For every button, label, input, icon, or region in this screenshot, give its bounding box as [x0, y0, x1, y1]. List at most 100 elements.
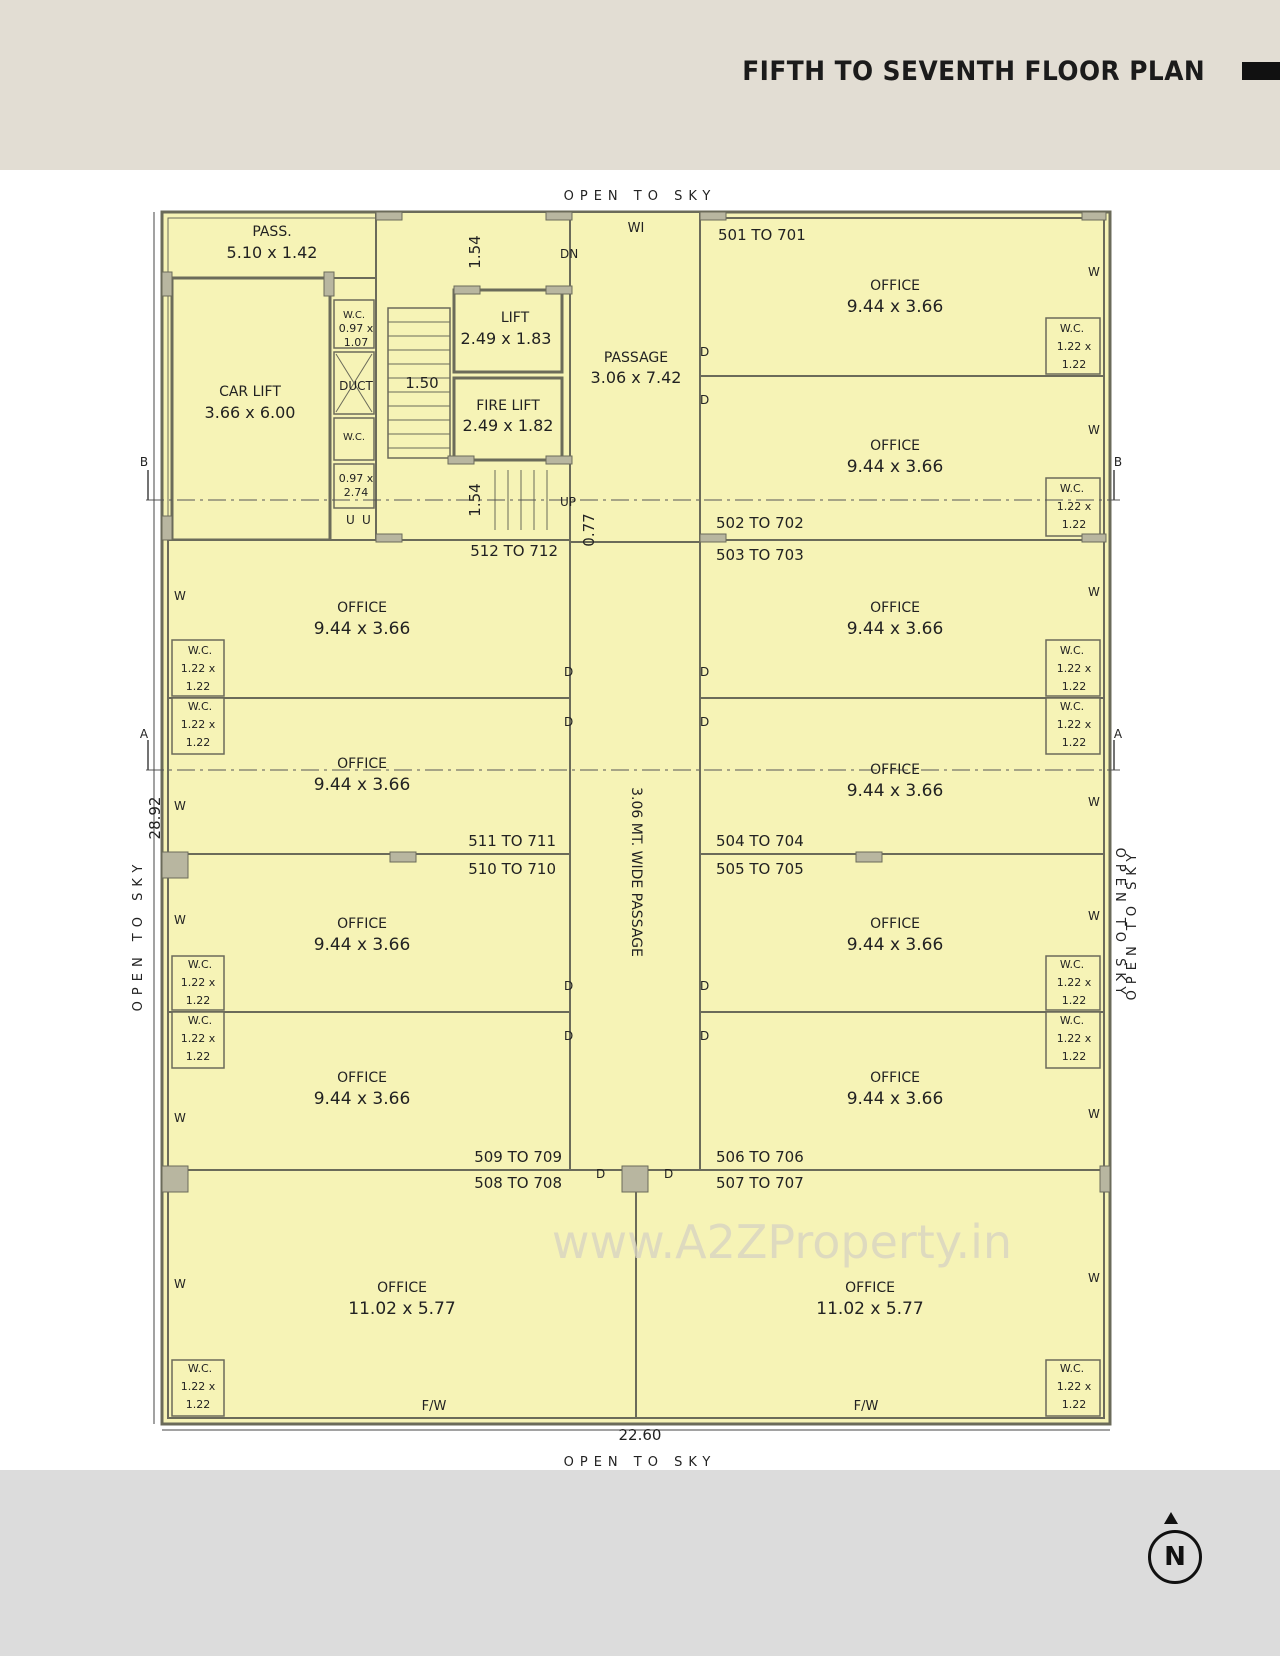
office-label-509: OFFICE: [337, 1070, 387, 1086]
duct-label: DUCT: [339, 379, 373, 393]
office-510: [167, 853, 571, 1013]
core-wc-top-dims-b: 1.07: [344, 336, 369, 349]
wc-left-4-dims-a: 1.22 x: [181, 1032, 216, 1045]
car-lift-label: CAR LIFT: [219, 384, 281, 400]
wc-right-1-dims-b: 1.22: [1062, 358, 1087, 371]
unit-508: 508 TO 708: [474, 1174, 562, 1192]
office-dims-504: 9.44 x 3.66: [847, 781, 944, 801]
column: [447, 455, 475, 465]
open-to-sky-right-1: OPEN TO SKY: [1112, 848, 1127, 1001]
window-w-507: W: [1088, 1271, 1100, 1285]
staircase: [387, 307, 451, 459]
wc-left-1-dims-a: 1.22 x: [181, 662, 216, 675]
door-d: D: [700, 979, 709, 993]
office-label-504: OFFICE: [870, 762, 920, 778]
unit-504: 504 TO 704: [716, 832, 804, 850]
stair-up-label: UP: [560, 495, 576, 509]
column: [699, 533, 727, 543]
wc-right-3-dims-a: 1.22 x: [1057, 662, 1092, 675]
lift-label: LIFT: [501, 310, 530, 326]
office-dims-511: 9.44 x 3.66: [314, 775, 411, 795]
column: [545, 455, 573, 465]
core-u-2: U: [362, 513, 371, 527]
wc-box-left-2: [171, 697, 225, 755]
office-label-502: OFFICE: [870, 438, 920, 454]
fw-left: F/W: [422, 1399, 447, 1414]
core-wc-top: [333, 299, 375, 349]
wc-right-5-label: W.C.: [1060, 958, 1084, 971]
door-d: D: [700, 715, 709, 729]
door-d: D: [564, 1029, 573, 1043]
wc-right-3-label: W.C.: [1060, 644, 1084, 657]
office-label-512: OFFICE: [337, 600, 387, 616]
background-bottom-band: [0, 1470, 1280, 1656]
unit-507: 507 TO 707: [716, 1174, 804, 1192]
wc-right-2-dims-b: 1.22: [1062, 518, 1087, 531]
passage-label: PASSAGE: [604, 350, 668, 366]
passage-dims: 3.06 x 7.42: [591, 368, 682, 387]
door-d: D: [564, 979, 573, 993]
column: [161, 1165, 189, 1193]
wide-passage: [569, 541, 701, 1171]
office-dims-510: 9.44 x 3.66: [314, 935, 411, 955]
core-wc-top-label: W.C.: [343, 310, 365, 321]
office-dims-502: 9.44 x 3.66: [847, 457, 944, 477]
unit-510: 510 TO 710: [468, 860, 556, 878]
office-dims-506: 9.44 x 3.66: [847, 1089, 944, 1109]
stair-down-label: DN: [560, 247, 578, 261]
lift-shaft: [452, 288, 564, 374]
column: [375, 211, 403, 221]
window-wi: WI: [628, 221, 645, 236]
car-lift-dims: 3.66 x 6.00: [205, 403, 296, 422]
core-wc-mid-label: W.C.: [343, 432, 365, 443]
unit-501: 501 TO 701: [718, 226, 806, 244]
window-w-508: W: [174, 1277, 186, 1291]
wc-box-right-7: [1045, 1359, 1101, 1417]
window-w-501: W: [1088, 265, 1100, 279]
office-507: [635, 1169, 1105, 1419]
column: [699, 211, 727, 221]
column: [375, 533, 403, 543]
stair-dim-top: 1.54: [466, 235, 484, 268]
wc-box-right-3: [1045, 639, 1101, 697]
fire-lift-dims: 2.49 x 1.82: [463, 416, 554, 435]
wc-left-5-dims-b: 1.22: [186, 1398, 211, 1411]
wide-passage-label: 3.06 MT. WIDE PASSAGE: [628, 787, 644, 957]
office-503: [699, 539, 1105, 699]
office-dims-509: 9.44 x 3.66: [314, 1089, 411, 1109]
window-w-509: W: [174, 1111, 186, 1125]
office-label-503: OFFICE: [870, 600, 920, 616]
wc-left-3-label: W.C.: [188, 958, 212, 971]
wc-right-7-label: W.C.: [1060, 1362, 1084, 1375]
stair-dim-bottom: 1.54: [466, 483, 484, 516]
wc-right-4-dims-b: 1.22: [1062, 736, 1087, 749]
unit-509: 509 TO 709: [474, 1148, 562, 1166]
column: [161, 851, 189, 879]
office-502: [699, 375, 1105, 541]
wc-right-5-dims-a: 1.22 x: [1057, 976, 1092, 989]
wc-right-1-dims-a: 1.22 x: [1057, 340, 1092, 353]
window-w-511: W: [174, 799, 186, 813]
office-dims-501: 9.44 x 3.66: [847, 297, 944, 317]
door-d: D: [596, 1167, 605, 1181]
office-501: [699, 217, 1105, 377]
wc-right-6-label: W.C.: [1060, 1014, 1084, 1027]
wc-left-1-label: W.C.: [188, 644, 212, 657]
door-d: D: [700, 345, 709, 359]
wc-right-2-label: W.C.: [1060, 482, 1084, 495]
column: [1081, 533, 1107, 543]
office-label-501: OFFICE: [870, 278, 920, 294]
wc-box-left-1: [171, 639, 225, 697]
background-top-band: [0, 0, 1280, 170]
section-a-left: A: [140, 727, 149, 741]
section-b-left: B: [140, 455, 148, 469]
core-wc-bot-dims-a: 0.97 x: [339, 472, 374, 485]
window-w-506: W: [1088, 1107, 1100, 1121]
office-label-510: OFFICE: [337, 916, 387, 932]
pass-label: PASS.: [252, 224, 291, 240]
door-d: D: [564, 715, 573, 729]
window-w-505: W: [1088, 909, 1100, 923]
wc-left-5-dims-a: 1.22 x: [181, 1380, 216, 1393]
wc-right-7-dims-a: 1.22 x: [1057, 1380, 1092, 1393]
open-to-sky-bottom: OPEN TO SKY: [564, 1455, 717, 1470]
